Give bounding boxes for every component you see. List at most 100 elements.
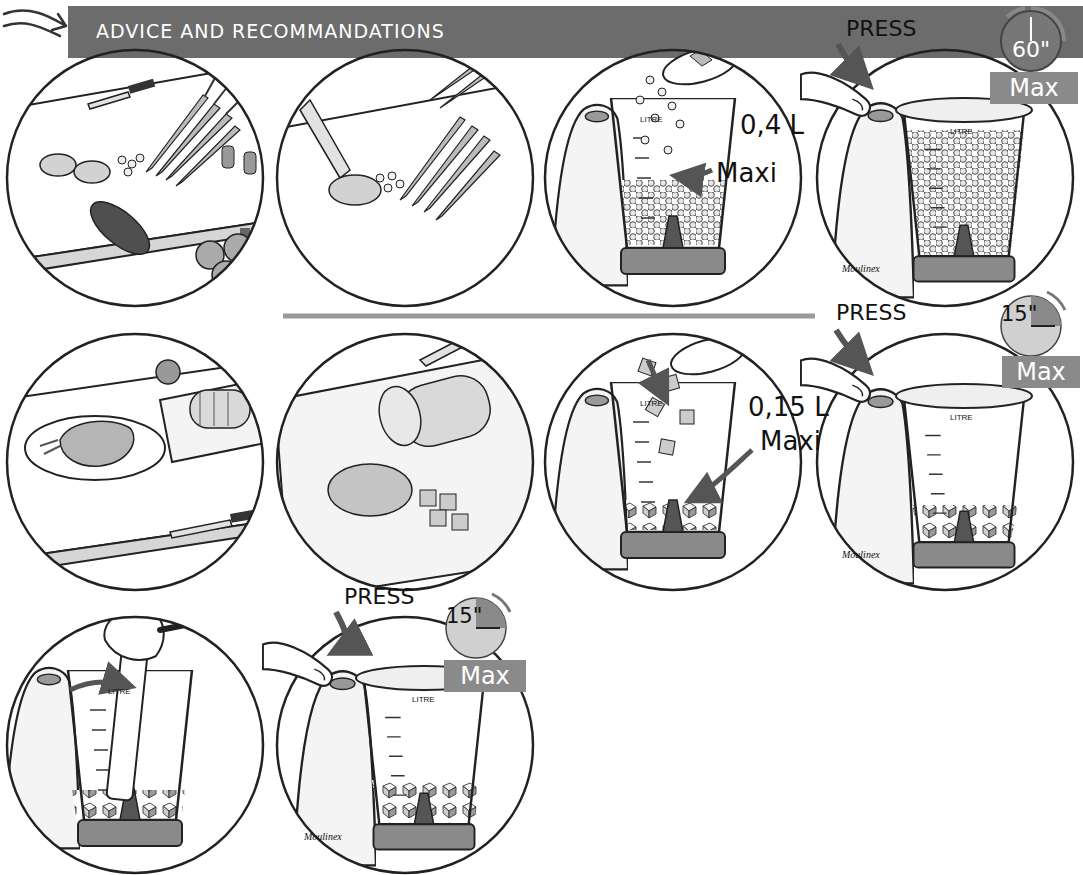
meat-panel-part (156, 360, 180, 384)
timer-ring (1007, 8, 1025, 17)
timer-face (1001, 296, 1061, 356)
speed-label: Max (444, 664, 526, 688)
cutting-meat-panel-part (470, 306, 501, 329)
pressing-meat-panel (832, 384, 1032, 583)
max-fill-label: Maxi (716, 160, 777, 186)
vegetables-panel-part (156, 104, 220, 176)
meat-panel-part (190, 390, 250, 428)
pressing-again-panel-part (294, 671, 376, 865)
panel-circle (545, 50, 801, 306)
timer-hand (1031, 325, 1055, 327)
meat-panel-part (25, 416, 165, 480)
meat-panel-part (170, 520, 232, 538)
max-speed-box: Max (990, 72, 1078, 104)
filling-meat-panel-part (648, 360, 666, 400)
filling-panel-part (611, 98, 735, 274)
press-instruction: PRESS (846, 18, 916, 40)
vegetables-panel-part (74, 161, 110, 183)
timer-face (446, 598, 506, 658)
vegetables-panel (0, 62, 275, 328)
filling-panel-part (552, 105, 628, 285)
brand-mark: Moulinex (304, 832, 342, 842)
brand-mark: Moulinex (842, 264, 880, 274)
spatula-panel-part (106, 649, 148, 801)
press-instruction: PRESS (836, 302, 906, 324)
cutting-meat-panel-part (328, 464, 412, 516)
header-band-part (4, 23, 60, 36)
max-fill-label: Maxi (760, 428, 821, 454)
pressing-again-panel (294, 666, 492, 865)
cutting-panel-part (376, 174, 384, 182)
filling-meat-panel-part (611, 382, 735, 558)
vegetables-panel-part (212, 261, 240, 289)
jar-marking: LITRE (640, 116, 663, 124)
timer-hand (476, 627, 500, 629)
meat-panel-part (0, 520, 275, 574)
press-arrow (334, 612, 346, 652)
meat-panel-part (40, 440, 60, 454)
panel-circle (7, 50, 263, 306)
filling-panel-part (641, 136, 649, 144)
filling-panel-part (659, 41, 741, 92)
spatula-panel (4, 610, 230, 848)
header-band (4, 6, 1083, 58)
panel-circle (545, 334, 801, 590)
jar-marking: LITRE (950, 128, 973, 136)
pressing-finger (263, 643, 332, 686)
pressing-panel (832, 98, 1032, 297)
panel-circle (277, 617, 533, 873)
pressing-again-panel-part (364, 679, 484, 850)
cutting-panel-part (400, 117, 465, 200)
capacity-label: 0,15 L (748, 394, 829, 420)
vegetables-panel-part (166, 114, 232, 180)
filling-panel-part (676, 170, 712, 177)
pressing-meat-panel-part (904, 397, 1024, 568)
pressing-panel-part (904, 111, 1024, 282)
cutting-meat-panel-part (275, 350, 545, 600)
cutting-panel-part (396, 180, 404, 188)
cutting-panel-part (384, 184, 392, 192)
spatula-panel-part (4, 668, 80, 848)
header-band-part (4, 11, 66, 30)
cutting-meat-panel (275, 306, 545, 600)
press-arrow (836, 330, 868, 370)
vegetables-panel-part (136, 154, 144, 162)
panel-circle (277, 50, 533, 306)
vegetables-panel-part (222, 146, 234, 168)
timer-dial: 15" (995, 290, 1067, 362)
timer-dial: 60" (995, 5, 1067, 77)
timer-hand (1030, 17, 1032, 41)
cutting-panel-part (388, 172, 396, 180)
meat-panel (0, 360, 280, 606)
timer-ring (1047, 292, 1065, 310)
filling-panel-part (668, 102, 676, 110)
meat-panel-part (228, 392, 229, 426)
max-speed-box: Max (444, 660, 526, 692)
cutting-meat-panel-part (440, 494, 456, 510)
filling-panel-part (734, 40, 790, 56)
speed-label: Max (990, 76, 1078, 100)
pressing-panel-part (832, 103, 914, 297)
filling-panel-part (664, 146, 672, 154)
timer-ring (492, 594, 510, 612)
vegetables-panel-part (205, 78, 242, 114)
press-arrow (838, 44, 868, 84)
vegetables-panel-part (128, 160, 136, 168)
cutting-panel-part (300, 100, 350, 178)
jar-marking: LITRE (108, 688, 131, 696)
max-speed-box: Max (1002, 356, 1080, 388)
timer-shape (440, 592, 512, 664)
meat-panel-part (230, 509, 261, 523)
cutting-meat-panel-part (373, 382, 427, 450)
filling-panel (552, 40, 790, 285)
timer-value: 15" (446, 606, 482, 627)
cutting-panel-part (270, 80, 540, 320)
filling-panel-part (636, 96, 644, 104)
vegetables-panel-part (118, 156, 126, 164)
vegetables-panel-part (146, 95, 208, 172)
filling-panel-part (646, 76, 654, 84)
meat-panel-part (200, 392, 201, 426)
meat-panel-part (40, 566, 50, 606)
cutting-panel-part (436, 151, 500, 220)
